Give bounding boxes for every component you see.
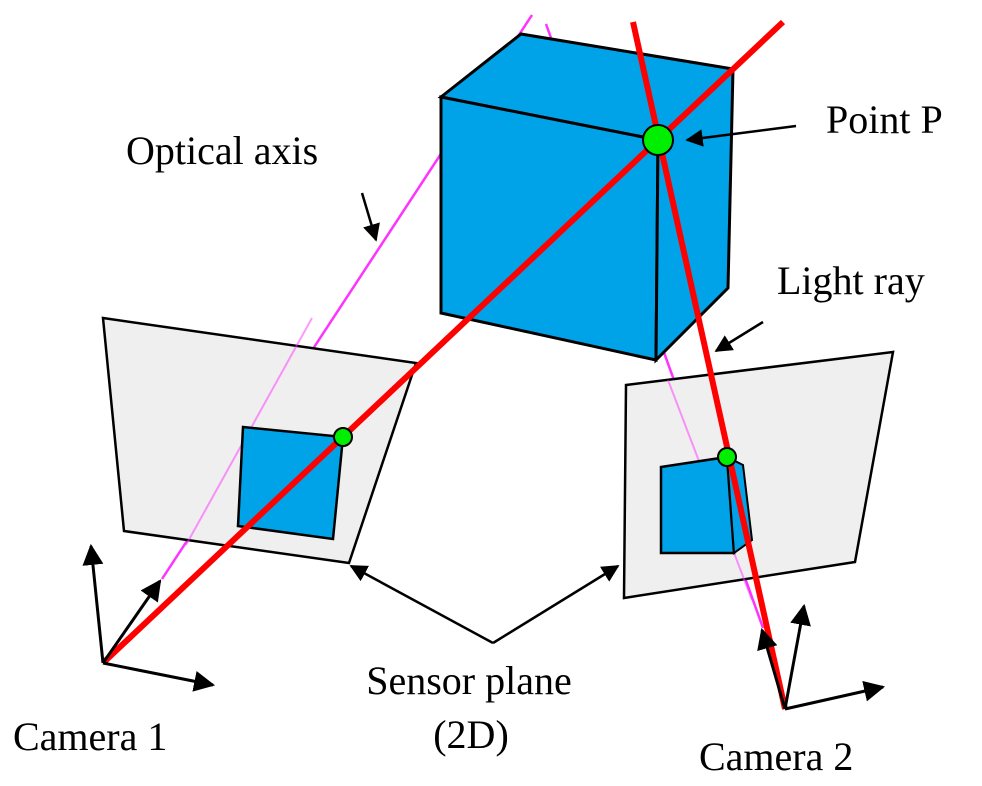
camera1-axis-up-arrow — [82, 543, 105, 664]
image-of-cube-right-front — [659, 455, 736, 555]
camera2-axis-right-arrow — [784, 680, 886, 711]
point-p-pointer-arrow — [685, 124, 797, 147]
camera2-axis-depth-arrow — [757, 627, 787, 710]
point-p-image-left — [333, 427, 353, 447]
sensor-plane-label: Sensor plane — [366, 658, 572, 703]
sensor-plane-2d-label: (2D) — [433, 712, 509, 757]
light-ray-pointer-arrow — [714, 320, 764, 353]
camera1-axes — [82, 543, 216, 692]
sensor-plane-pointer-right-arrow — [492, 564, 620, 645]
sensor-plane-pointer-left-arrow — [349, 564, 494, 645]
camera1-axis-depth-arrow — [101, 579, 162, 664]
camera2-label: Camera 2 — [699, 734, 853, 779]
optical-axis-pointer-arrow — [360, 192, 380, 242]
camera1-label: Camera 1 — [13, 714, 167, 759]
point-p — [642, 124, 674, 156]
cube-front-face — [439, 95, 660, 362]
optical-axis-label: Optical axis — [126, 128, 318, 173]
point-p-label: Point P — [826, 97, 943, 142]
point-p-image-right — [717, 447, 737, 467]
light-ray-camera1 — [100, 19, 786, 666]
camera2-axes — [757, 603, 886, 711]
light-ray-label: Light ray — [777, 258, 925, 303]
camera1-axis-right-arrow — [102, 661, 216, 692]
camera2-axis-up-arrow — [783, 603, 811, 710]
